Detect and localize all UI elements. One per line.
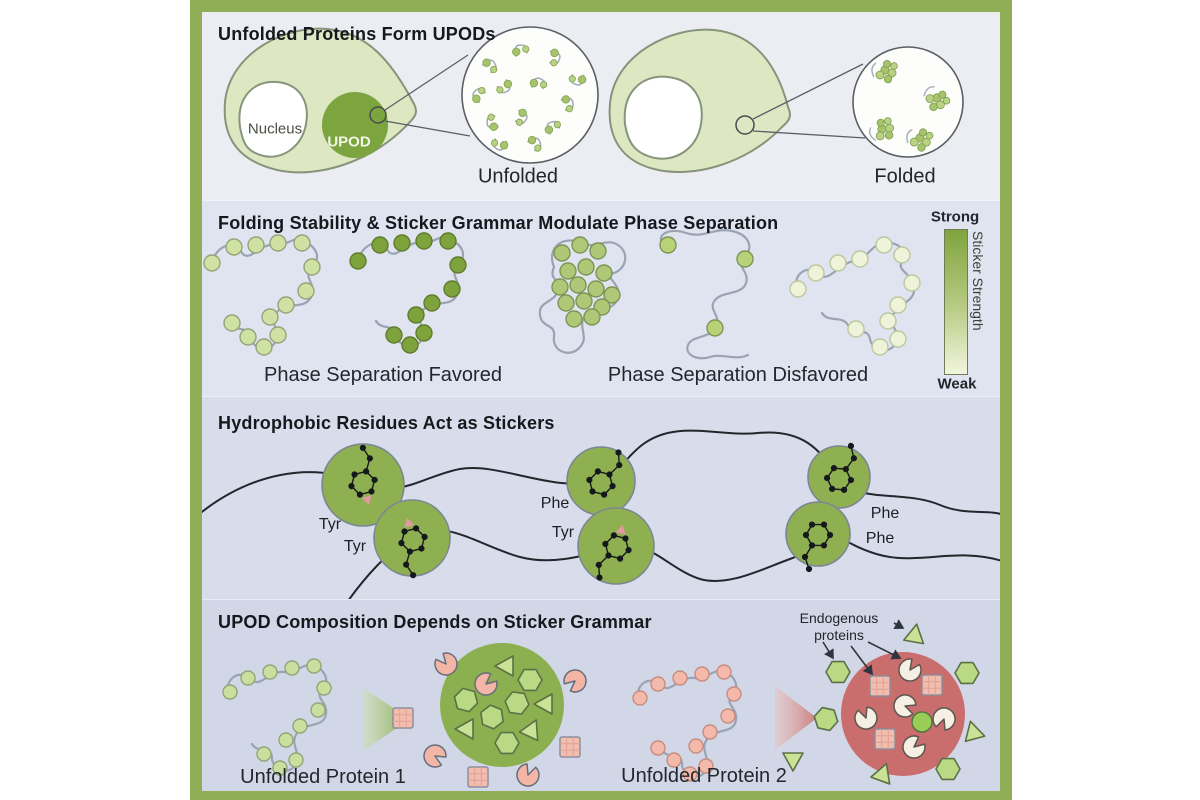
protein1-caption: Unfolded Protein 1 [240, 766, 406, 788]
upod-label: UPOD [327, 133, 371, 151]
endogenous-proteins-label: Endogenous proteins [799, 610, 879, 643]
chain-strong-stickers-favored [349, 232, 467, 354]
scale-strong-label: Strong [930, 208, 980, 226]
residue-label-phe-1: Phe [540, 495, 570, 512]
phe-tyr-pair [566, 442, 655, 586]
square-protein [869, 675, 891, 697]
tyr-tyr-pair [321, 443, 451, 580]
protein2-caption: Unfolded Protein 2 [621, 765, 787, 787]
unfolded-protein-1-chain [222, 658, 332, 776]
square-protein [559, 736, 581, 758]
green-protein [911, 711, 933, 733]
green-arrow [363, 688, 410, 751]
scale-weak-label: Weak [937, 375, 977, 393]
unfolded-protein-2-chain [632, 664, 742, 782]
square-protein [392, 707, 414, 729]
cell-with-upod [223, 27, 417, 174]
chain-sparse-disfavored [659, 229, 754, 360]
panel3-title: Hydrophobic Residues Act as Stickers [218, 413, 555, 433]
red-arrow [775, 686, 817, 750]
unfolded-magnifier [461, 26, 599, 164]
panel4-title: UPOD Composition Depends on Sticker Gram… [218, 612, 652, 632]
hexagon-protein [825, 660, 851, 684]
nucleus-shape [238, 80, 308, 158]
chain-collapsed-disfavored [538, 236, 627, 354]
square-protein [467, 766, 489, 788]
pacman-protein [418, 739, 451, 772]
panel1-title: Unfolded Proteins Form UPODs [218, 24, 496, 44]
hexagon-protein [811, 705, 841, 733]
upod-cell-diagram [223, 26, 964, 174]
favored-caption: Phase Separation Favored [264, 364, 502, 386]
triangle-protein [902, 621, 928, 645]
residue-label-phe-2: Phe [870, 505, 900, 522]
sticker-strength-gradient-bar [944, 229, 968, 375]
folded-label: Folded [874, 165, 936, 188]
upod-body [322, 92, 388, 158]
residue-label-tyr-1: Tyr [318, 516, 342, 533]
residue-label-phe-3: Phe [865, 530, 895, 547]
panel-upods: Unfolded Proteins Form UPODs [202, 12, 1000, 200]
folded-magnifier [852, 46, 964, 158]
nucleus-shape [623, 75, 703, 160]
cell-without-upod [608, 28, 791, 173]
panel2-title: Folding Stability & Sticker Grammar Modu… [218, 213, 779, 233]
chain-very-weak-disfavored [789, 236, 921, 356]
square-protein [874, 728, 896, 750]
phe-phe-pair [785, 440, 871, 573]
hexagon-protein [954, 661, 980, 685]
nucleus-label: Nucleus [247, 120, 303, 138]
hexagon-protein [935, 757, 961, 781]
panel-upod-composition: UPOD Composition Depends on Sticker Gram… [202, 599, 1000, 791]
composition-diagram [222, 619, 986, 791]
square-protein [921, 674, 943, 696]
pacman-protein [559, 665, 591, 697]
residue-sticker-diagram [202, 429, 1000, 599]
green-upod-condensate [440, 643, 564, 767]
red-upod-condensate [841, 652, 965, 776]
sticker-chains-diagram [203, 229, 921, 360]
residue-label-tyr-2: Tyr [343, 538, 367, 555]
endogenous-annotation-arrows [822, 619, 905, 676]
panel-phase-separation: Folding Stability & Sticker Grammar Modu… [202, 200, 1000, 396]
sticker-strength-axis-label: Sticker Strength [970, 231, 986, 331]
zoom-source-circle [369, 106, 387, 124]
panel-hydrophobic-stickers: Hydrophobic Residues Act as Stickers [202, 396, 1000, 599]
unfolded-label: Unfolded [477, 165, 559, 188]
zoom-source-circle [735, 115, 755, 135]
disfavored-caption: Phase Separation Disfavored [607, 364, 869, 386]
chain-weak-stickers-favored [203, 234, 321, 356]
figure-frame: Unfolded Proteins Form UPODs [190, 0, 1012, 800]
residue-label-tyr-3: Tyr [551, 524, 575, 541]
